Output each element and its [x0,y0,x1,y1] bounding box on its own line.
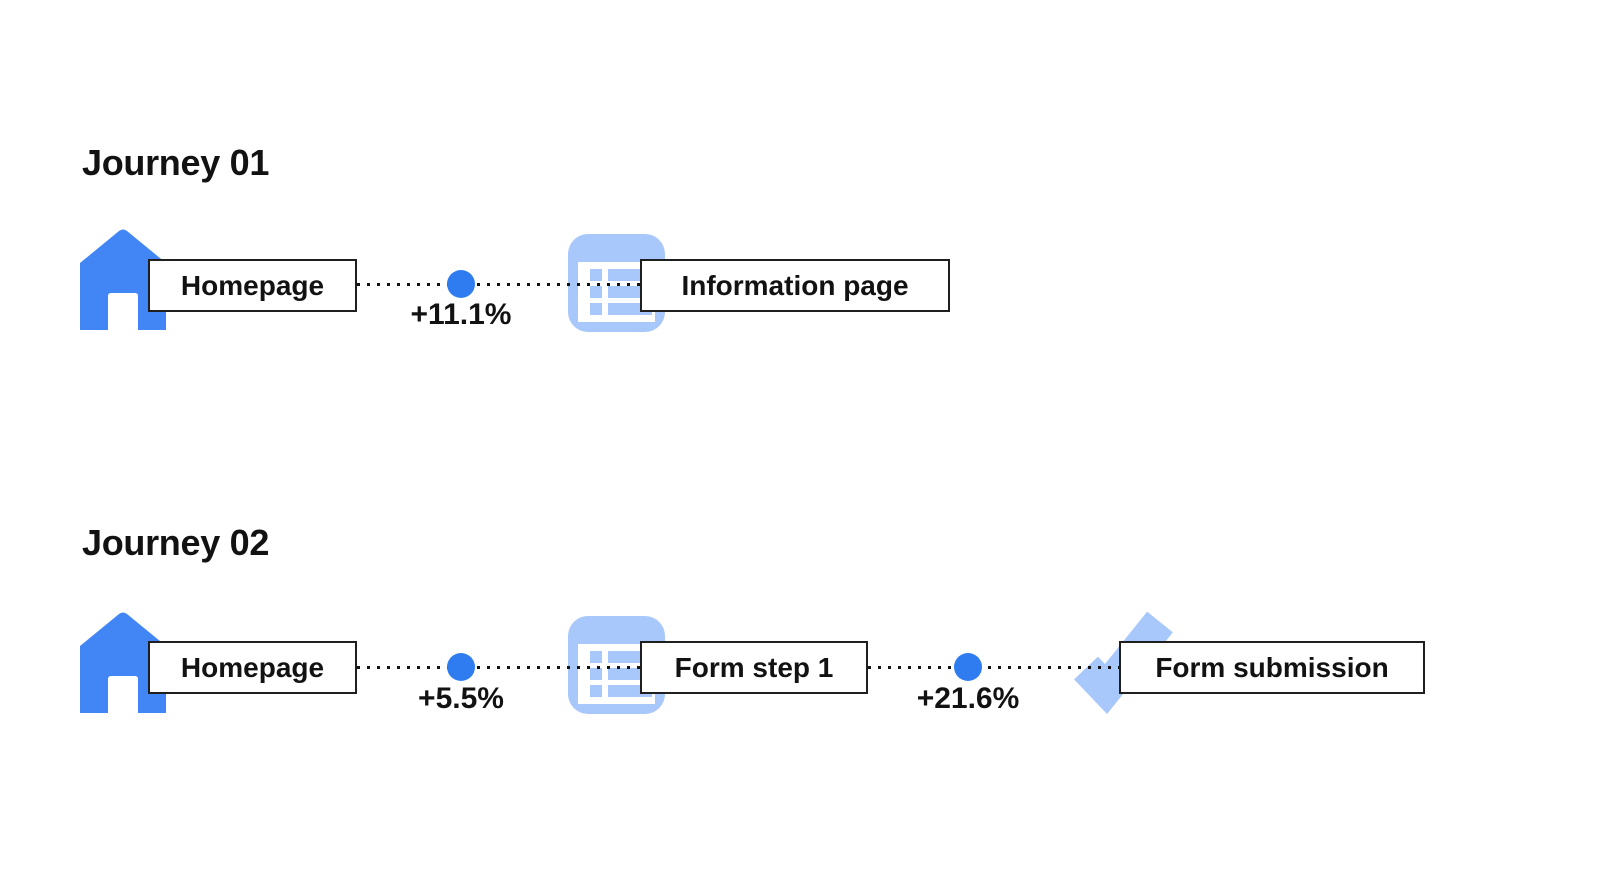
transition-dot [447,653,475,681]
step-label-box: Form submission [1119,641,1425,694]
transition-value: +21.6% [916,682,1020,715]
step-label-box: Form step 1 [640,641,868,694]
transition-value: +11.1% [410,298,512,331]
journey-1-title: Journey 01 [82,142,270,183]
transition-dot [954,653,982,681]
transition-dot [447,270,475,298]
step-label: Form submission [1155,651,1389,683]
step-label: Information page [681,269,909,301]
journey-2-title: Journey 02 [82,522,270,563]
journey-connector-line [357,666,640,669]
step-label: Form step 1 [674,651,834,683]
step-label-box: Homepage [148,641,357,694]
step-label: Homepage [180,651,325,683]
step-label-box: Homepage [148,259,357,312]
step-label: Homepage [180,269,325,301]
transition-value: +5.5% [418,682,504,715]
home-icon [80,612,166,713]
home-icon [80,229,166,330]
step-label-box: Information page [640,259,950,312]
journey-connector-line [868,666,1119,669]
journey-connector-line [357,283,640,286]
